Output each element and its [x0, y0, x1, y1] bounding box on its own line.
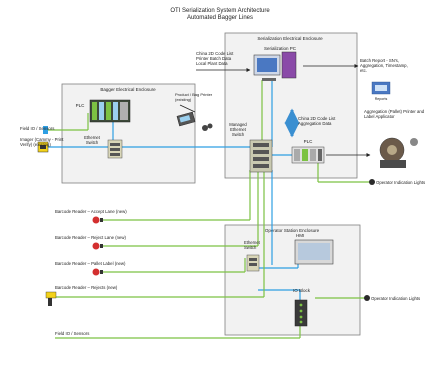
field-sensor-top-icon [43, 126, 48, 134]
ethernet-switch-left-label-2: Switch [86, 140, 99, 145]
operator-light-bottom-icon [364, 295, 370, 301]
serialization-pc-label: Serialization PC [264, 46, 297, 51]
china-code-list-mid-label-1: China 2D Code List [298, 116, 336, 121]
batch-report-label-2: Aggregation, Timestamp, [360, 63, 408, 68]
title-line1: OTI Serialization System Architecture [170, 8, 270, 14]
product-printer-label-1: Product / Bag Printer [175, 92, 213, 97]
bagger-enclosure-label: Bagger Electrical Enclosure [100, 87, 156, 92]
plc-left [89, 99, 131, 123]
operator-light-top-icon [369, 179, 375, 185]
field-io-bottom-label: Field IO / Sensors [55, 331, 89, 336]
ethernet-switch-op [246, 254, 260, 272]
operator-enclosure [224, 224, 361, 336]
product-printer-label-2: (existing) [175, 97, 192, 102]
aggregation-printer-icon [379, 137, 418, 168]
field-io-top-label: Field IO / Sensors [20, 126, 54, 131]
batch-report-label-3: etc. [360, 68, 367, 73]
arrow-printer-link [179, 104, 196, 113]
aggregation-printer-label-2: Label Applicator [364, 114, 395, 119]
hmi-panel [294, 239, 334, 265]
serialization-enclosure-label: Serialization Electrical Enclosure [257, 36, 323, 41]
ethernet-switch-op-label-2: Switch [244, 245, 257, 250]
ethernet-switch-op-label-1: Ethernet [244, 240, 261, 245]
managed-switch-label-2: Ethernet [230, 127, 247, 132]
io-block-label: IO Block [293, 288, 311, 293]
china-code-list-top-label-3: Local Plant Data [196, 61, 228, 66]
barcode-pallet-label: Barcode Reader – Pallet Label (new) [55, 261, 126, 266]
managed-switch-label-3: Switch [232, 132, 245, 137]
imager-label-2: Verify) (existing) [20, 142, 51, 147]
imager-icon [37, 141, 49, 153]
barcode-rejects-label: Barcode Reader – Rejects (new) [55, 285, 118, 290]
network-lines [48, 80, 370, 339]
china-code-list-top-label-2: Printer Batch Data [196, 56, 232, 61]
barcode-reader-pallet-icon [92, 268, 103, 276]
plc-left-label: PLC [76, 103, 86, 108]
batch-report-label-1: Batch Report - SN's, [360, 58, 399, 63]
barcode-reject-label: Barcode Reader – Reject Lane (new) [55, 235, 127, 240]
barcode-accept-label: Barcode Reader – Accept Lane (new) [55, 209, 127, 214]
operator-lights-top-label: Operator Indication Lights [376, 180, 425, 185]
hmi-label: HMI [296, 233, 304, 238]
china-code-list-mid-label-2: Aggregation Data [298, 121, 332, 126]
managed-switch-label-1: Managed [229, 122, 247, 127]
barcode-reader-reject-icon [92, 242, 103, 250]
ethernet-switch-left [107, 139, 123, 159]
operator-enclosure-label: Operator Station Enclosure [265, 228, 320, 233]
plc-right [291, 146, 325, 164]
reports-label: Reports [375, 97, 388, 101]
china-code-list-top-label-1: China 2D Code List [196, 51, 234, 56]
reports-icon [371, 81, 391, 95]
plc-right-label: PLC [304, 139, 314, 144]
ink-cartridge-icon [202, 123, 213, 131]
io-block [294, 299, 308, 327]
product-printer-icon [176, 111, 196, 127]
barcode-reader-rejects-icon [45, 291, 57, 306]
aggregation-printer-label-1: Aggregation (Pallet) Printer and [364, 109, 425, 114]
title-line2: Automated Bagger Lines [187, 15, 253, 21]
barcode-reader-accept-icon [92, 216, 103, 224]
ethernet-switch-left-label-1: Ethernet [84, 135, 101, 140]
managed-switch [249, 139, 273, 173]
operator-lights-bottom-label: Operator Indication Lights [371, 296, 420, 301]
serialization-pc [253, 51, 297, 81]
imager-label-1: Imager (Cammy - Print [20, 137, 64, 142]
